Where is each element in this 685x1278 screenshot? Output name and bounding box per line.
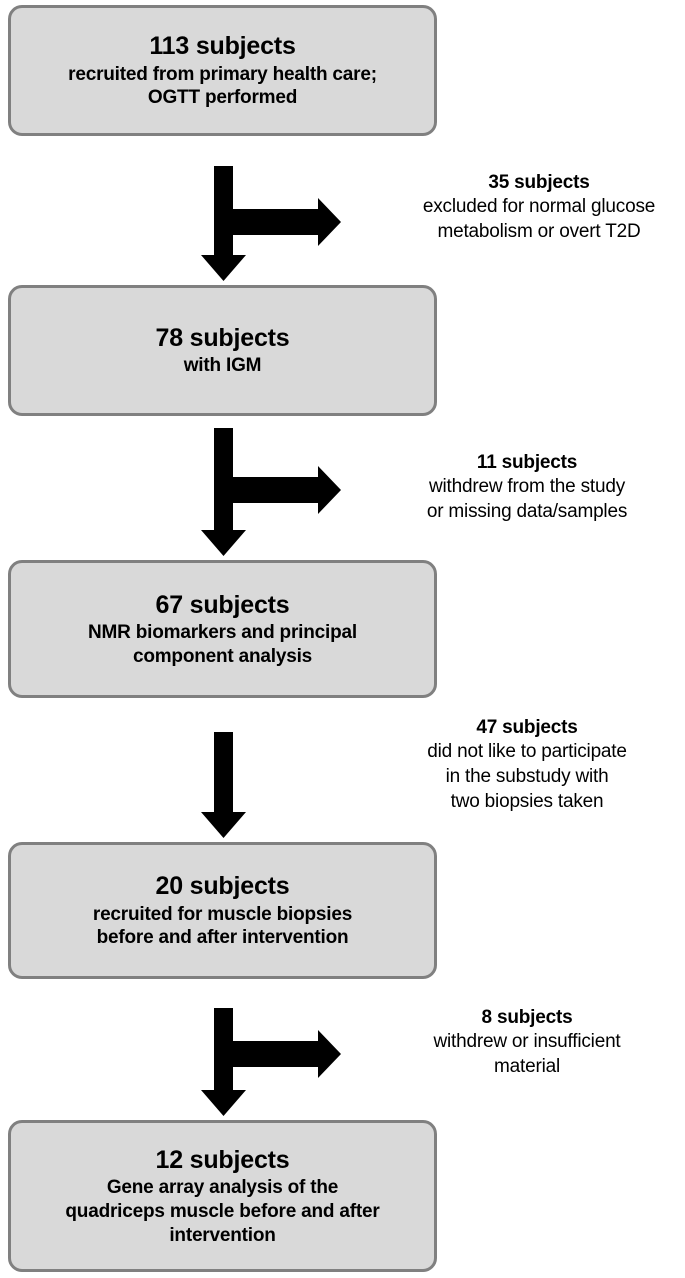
node-subtext: Gene array analysis of the quadriceps mu… [65, 1176, 379, 1247]
exclusion-body-line: metabolism or overt T2D [437, 221, 641, 242]
down-arrow-shaft-2 [201, 428, 246, 556]
node-subtext-line: OGTT performed [147, 87, 298, 109]
exclusion-body: withdrew or insufficient material [373, 1030, 681, 1079]
node-subtext-line: with IGM [183, 355, 262, 377]
node-heading: 20 subjects [155, 872, 290, 900]
down-arrow-shaft-4 [201, 1008, 246, 1116]
node-subtext-line: recruited for muscle biopsies [92, 903, 353, 925]
node-box-78-subjects[interactable]: 78 subjects with IGM [8, 285, 437, 416]
exclusion-heading: 8 subjects [481, 1007, 573, 1028]
node-subtext-line: quadriceps muscle before and after [65, 1200, 380, 1222]
node-heading: 67 subjects [155, 590, 290, 619]
exclusion-body-line: two biopsies taken [450, 790, 604, 812]
node-subtext: NMR biomarkers and principal component a… [88, 621, 357, 669]
exclusion-body-line: material [494, 1056, 560, 1077]
node-box-113-subjects[interactable]: 113 subjects recruited from primary heal… [8, 5, 437, 136]
node-subtext-line: component analysis [132, 645, 313, 667]
exclusion-body-line: in the substudy with [445, 766, 609, 787]
node-box-20-subjects[interactable]: 20 subjects recruited for muscle biopsie… [8, 842, 437, 979]
node-subtext: recruited from primary health care; OGTT… [68, 63, 377, 111]
connector-arrow-1 [201, 166, 341, 281]
node-box-67-subjects[interactable]: 67 subjects NMR biomarkers and principal… [8, 560, 437, 698]
down-arrow-shaft-1 [201, 166, 246, 281]
exclusion-body-line: excluded for normal glucose [422, 196, 656, 218]
exclusion-body: did not like to participate in the subst… [373, 740, 681, 814]
exclusion-body: withdrew from the study or missing data/… [373, 475, 681, 524]
exclusion-body-line: did not like to participate [427, 741, 627, 763]
exclusion-body: excluded for normal glucose metabolism o… [395, 195, 683, 244]
exclusion-note-8-subjects: 8 subjects withdrew or insufficient mate… [373, 1006, 681, 1080]
connector-arrow-2 [201, 428, 341, 556]
right-branch-arrow-1 [232, 198, 341, 246]
node-subtext: recruited for muscle biopsies before and… [93, 903, 352, 951]
node-box-12-subjects[interactable]: 12 subjects Gene array analysis of the q… [8, 1120, 437, 1272]
exclusion-body-line: or missing data/samples [426, 501, 628, 522]
exclusion-note-47-subjects: 47 subjects did not like to participate … [373, 716, 681, 814]
node-subtext: with IGM [184, 354, 262, 378]
exclusion-note-35-subjects: 35 subjects excluded for normal glucose … [395, 171, 683, 245]
node-subtext-line: recruited from primary health care; [68, 63, 377, 85]
node-subtext-line: before and after intervention [96, 927, 349, 949]
exclusion-body-line: withdrew from the study [428, 476, 626, 498]
node-subtext-line: intervention [169, 1224, 276, 1246]
exclusion-heading: 11 subjects [476, 452, 578, 473]
connector-arrow-4 [201, 1008, 341, 1116]
node-subtext-line: NMR biomarkers and principal [88, 622, 357, 643]
right-branch-arrow-2 [232, 466, 341, 514]
exclusion-heading: 47 subjects [476, 717, 578, 738]
node-subtext-line: Gene array analysis of the [106, 1177, 339, 1199]
down-arrow-shaft-3 [201, 732, 246, 838]
node-heading: 12 subjects [155, 1145, 290, 1174]
exclusion-heading: 35 subjects [488, 172, 590, 193]
connector-arrow-3 [201, 732, 246, 838]
node-heading: 113 subjects [149, 32, 296, 60]
right-branch-arrow-4 [232, 1030, 341, 1078]
exclusion-body-line: withdrew or insufficient [433, 1031, 621, 1053]
exclusion-note-11-subjects: 11 subjects withdrew from the study or m… [373, 451, 681, 525]
node-heading: 78 subjects [155, 323, 290, 352]
